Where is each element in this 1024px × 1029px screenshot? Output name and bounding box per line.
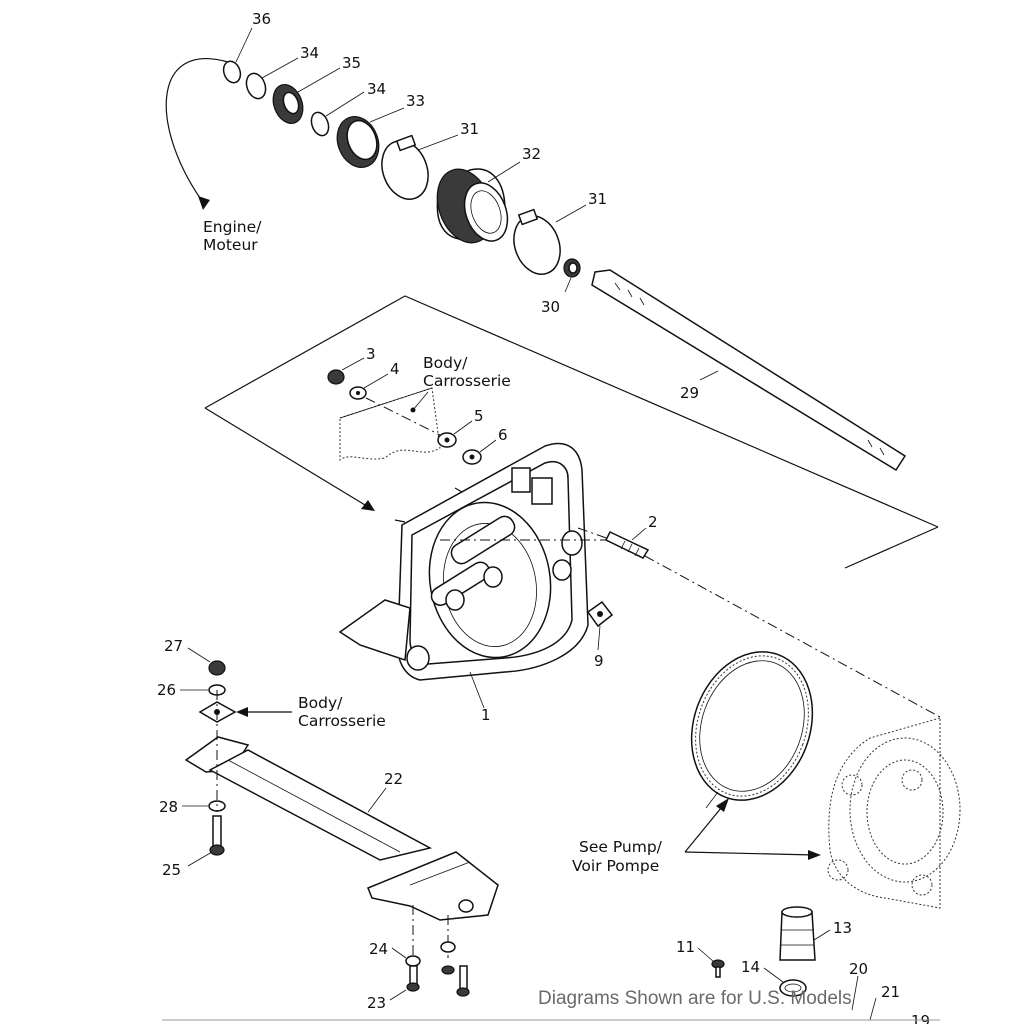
part-num-13: 13	[833, 919, 852, 937]
part-num-35: 35	[342, 54, 361, 72]
pump-label-line2: Voir Pompe	[572, 857, 659, 875]
part-num-24: 24	[369, 940, 388, 958]
pump-callout-arrows	[684, 798, 821, 860]
part-num-1: 1	[481, 706, 491, 724]
bearing-35	[272, 84, 304, 124]
washer-34-a	[245, 72, 267, 100]
part-num-28: 28	[159, 798, 178, 816]
bellows-32	[436, 168, 509, 244]
part-num-30: 30	[541, 298, 560, 316]
part-num-11: 11	[676, 938, 695, 956]
body-top-label-line1: Body/	[423, 354, 468, 372]
drive-shaft-29	[591, 269, 907, 472]
part-num-2: 2	[648, 513, 658, 531]
part-num-21: 21	[881, 983, 900, 1001]
part-num-25: 25	[162, 861, 181, 879]
body-mid-label-line1: Body/	[298, 694, 343, 712]
pump-label-line1: See Pump/	[579, 838, 663, 856]
part-num-34-a: 34	[300, 44, 319, 62]
washer-34-b	[310, 111, 330, 137]
engine-label-line1: Engine/	[203, 218, 262, 236]
part-num-9: 9	[594, 652, 604, 670]
stud-2	[577, 527, 650, 559]
leader-lines	[180, 27, 877, 1021]
bolt-23	[406, 965, 470, 997]
clamp-31-a	[381, 134, 429, 200]
models-watermark: Diagrams Shown are for U.S. Models	[538, 988, 852, 1009]
o-ring-14	[779, 979, 807, 997]
part-num-23: 23	[367, 994, 386, 1012]
support-22	[184, 736, 499, 921]
part-num-6: 6	[498, 426, 508, 444]
engine-arrow	[165, 58, 229, 210]
part-num-14: 14	[741, 958, 760, 976]
nut-27	[208, 660, 226, 676]
washer-4	[349, 386, 367, 400]
bracket-9	[586, 600, 614, 628]
part-num-5: 5	[474, 407, 484, 425]
fitting-13	[779, 906, 816, 961]
seal-30	[563, 258, 581, 278]
engine-label-line2: Moteur	[203, 236, 258, 254]
body-top-label-line2: Carrosserie	[423, 372, 511, 390]
washer-6	[462, 449, 482, 465]
part-num-34-b: 34	[367, 80, 386, 98]
part-num-36: 36	[252, 10, 271, 28]
part-num-31-b: 31	[588, 190, 607, 208]
hull-section	[339, 387, 441, 462]
washer-24	[405, 941, 456, 967]
retaining-ring-36	[222, 60, 242, 84]
part-num-4: 4	[390, 360, 400, 378]
part-num-19: 19	[911, 1012, 930, 1024]
part-num-31-a: 31	[460, 120, 479, 138]
part-num-32: 32	[522, 145, 541, 163]
clamp-31-b	[513, 208, 561, 275]
part-num-33: 33	[406, 92, 425, 110]
part-num-26: 26	[157, 681, 176, 699]
part-num-29: 29	[680, 384, 699, 402]
callout-labels: Engine/ Moteur Body/ Carrosserie Body/ C…	[203, 218, 663, 875]
jet-pump	[827, 717, 961, 909]
housing-33	[336, 116, 380, 168]
bolt-25	[209, 815, 225, 856]
body-plate-outline	[204, 295, 939, 569]
part-num-20: 20	[849, 960, 868, 978]
body-mid-label-line2: Carrosserie	[298, 712, 386, 730]
body-mid-arrow	[236, 707, 292, 717]
wear-ring	[690, 651, 814, 801]
part-num-27: 27	[164, 637, 183, 655]
screw-11	[711, 959, 725, 978]
part-num-22: 22	[384, 770, 403, 788]
part-num-3: 3	[366, 345, 376, 363]
jet-pump-support-1	[338, 442, 589, 681]
washer-5	[437, 432, 457, 448]
nut-3	[327, 369, 345, 385]
